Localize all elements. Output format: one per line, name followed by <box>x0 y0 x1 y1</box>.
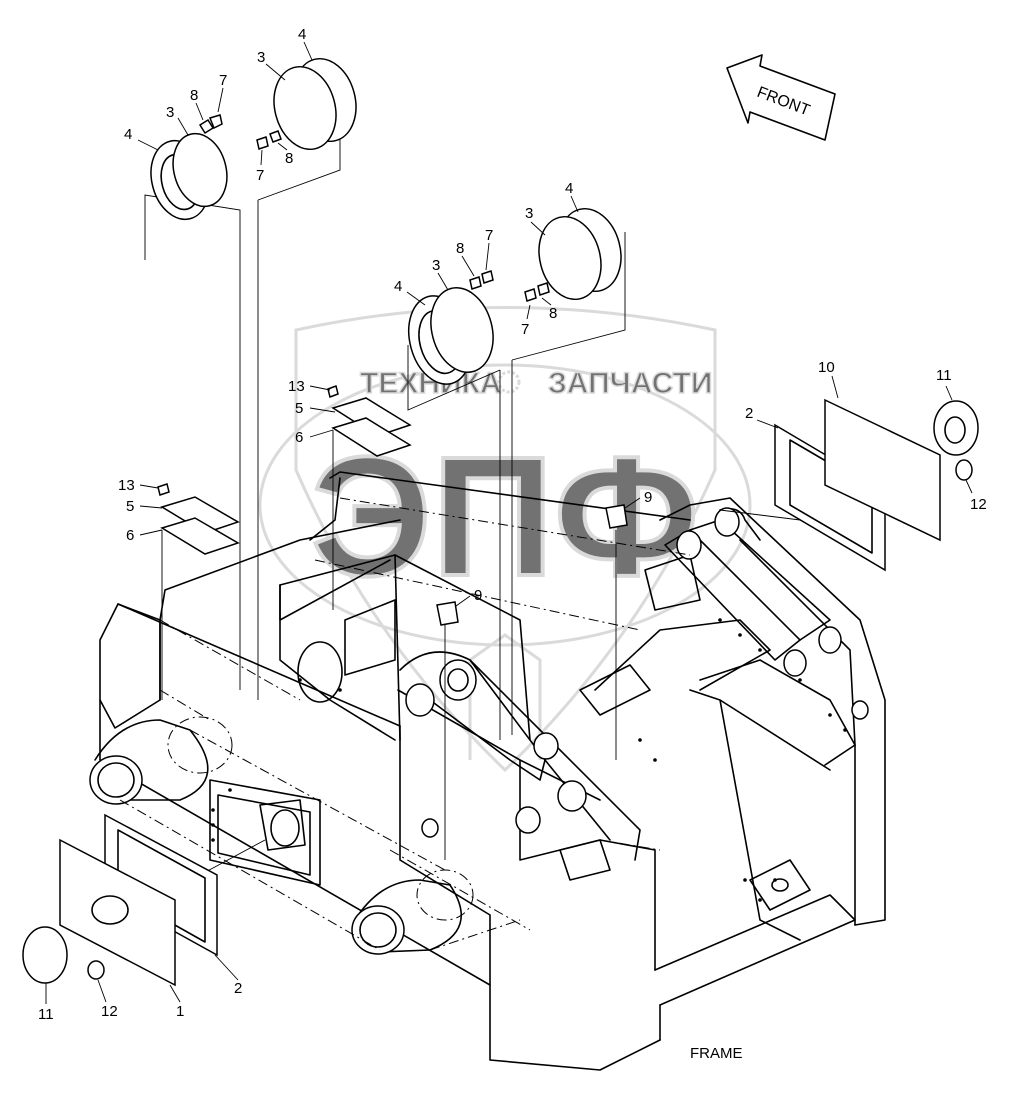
callout-c11: 8 <box>456 240 464 257</box>
watermark-gear-icon <box>497 370 521 394</box>
watermark-tower-icon <box>468 633 542 760</box>
callout-c12: 7 <box>485 227 493 244</box>
callout-c17: 13 <box>288 378 305 395</box>
diagram-caption: FRAME <box>690 1045 743 1062</box>
callout-c14: 8 <box>549 305 557 322</box>
callout-c21: 5 <box>126 498 134 515</box>
callout-c25: 10 <box>818 359 835 376</box>
axle-tubes <box>89 507 869 955</box>
fitting-group <box>436 504 628 626</box>
callout-c18: 5 <box>295 400 303 417</box>
callout-c5: 4 <box>298 26 306 43</box>
left-cover-group <box>22 813 218 987</box>
callout-c19: 6 <box>295 429 303 446</box>
callout-c3: 8 <box>190 87 198 104</box>
callout-c13: 7 <box>521 321 529 338</box>
plate-group-left <box>157 483 240 555</box>
callout-c23: 9 <box>644 489 652 506</box>
right-cover-group <box>774 398 979 572</box>
front-arrow-label: FRONT <box>755 84 813 120</box>
callout-c30: 12 <box>101 1003 118 1020</box>
callout-c1: 4 <box>124 126 132 143</box>
callout-c9: 4 <box>565 180 573 197</box>
callout-c8: 8 <box>285 150 293 167</box>
watermark-right-word: ЗАПЧАСТИ <box>548 367 712 400</box>
callout-c20: 13 <box>118 477 135 494</box>
callout-c4: 7 <box>219 72 227 89</box>
callout-c29: 11 <box>38 1006 54 1023</box>
callout-c15: 3 <box>432 257 440 274</box>
callout-c6: 3 <box>257 49 265 66</box>
cover-group-mid-right <box>524 207 622 302</box>
callout-c16: 4 <box>394 278 402 295</box>
callout-c31: 1 <box>176 1003 184 1020</box>
callout-c7: 7 <box>256 167 264 184</box>
cover-group-top-left <box>150 114 228 221</box>
watermark: ТЕХНИКА ЗАПЧАСТИ ЭПФ <box>258 306 752 773</box>
callout-c28: 12 <box>970 496 987 513</box>
watermark-shield <box>294 306 717 773</box>
right-bottom-mount <box>749 859 811 911</box>
watermark-oval <box>258 363 752 647</box>
callout-c24: 9 <box>474 587 482 604</box>
callout-leaders <box>45 41 973 1004</box>
plate-holes <box>211 618 847 902</box>
cover-group-mid-left <box>408 270 494 385</box>
callout-c10: 3 <box>525 205 533 222</box>
callout-c2: 3 <box>166 104 174 121</box>
plate-group-center <box>327 385 412 457</box>
front-arrow: FRONT <box>726 54 836 141</box>
callout-c32: 2 <box>234 980 242 997</box>
callout-c26: 11 <box>936 367 952 384</box>
callouts: 4 3 8 7 4 3 7 8 4 3 8 7 7 8 3 4 13 5 6 1… <box>38 26 987 1023</box>
callout-c27: 2 <box>745 405 753 422</box>
callout-c22: 6 <box>126 527 134 544</box>
cover-group-top-center <box>256 57 357 151</box>
alignment-lines <box>119 497 691 951</box>
